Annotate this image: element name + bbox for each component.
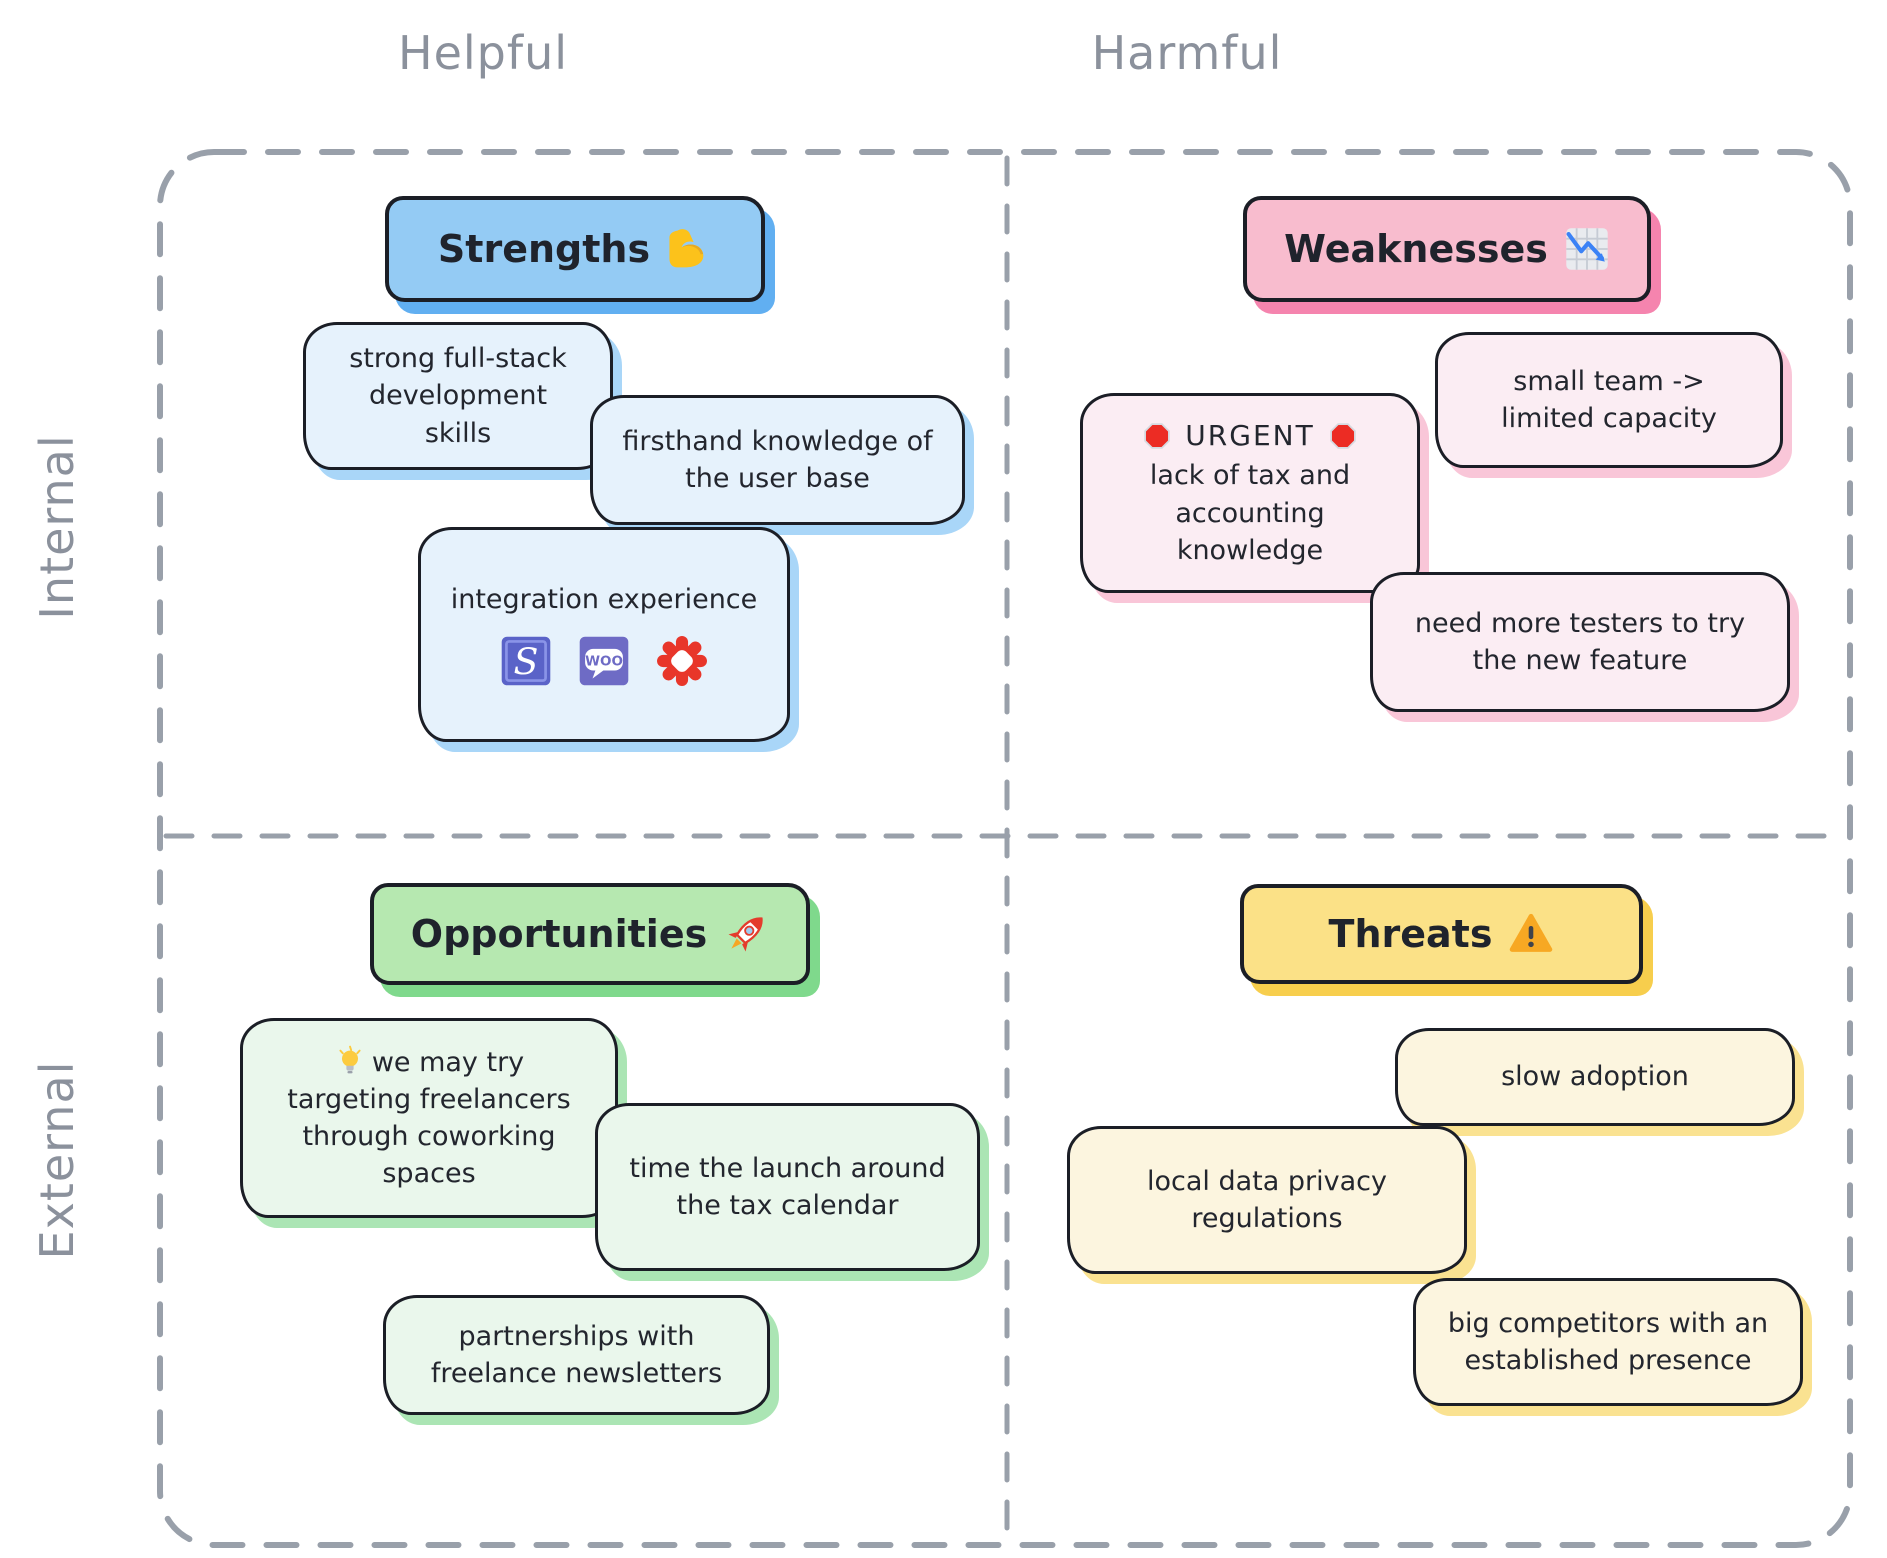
opportunities-title: Opportunities	[410, 912, 708, 956]
axis-label-helpful: Helpful	[398, 26, 568, 80]
card-text: firsthand knowledge of the user base	[622, 425, 933, 494]
weakness-card-small-team[interactable]: small team -> limited capacity	[1435, 332, 1783, 468]
threat-card-competitors[interactable]: big competitors with an established pres…	[1413, 1278, 1803, 1406]
warning-icon	[1510, 913, 1553, 952]
axis-label-harmful: Harmful	[1091, 26, 1283, 80]
card-text: partnerships with freelance newsletters	[430, 1320, 723, 1389]
card-text: small team -> limited capacity	[1501, 365, 1717, 434]
opportunities-header[interactable]: Opportunities	[370, 883, 810, 985]
urgent-badge: URGENT	[1143, 417, 1356, 456]
threat-card-privacy-regulations[interactable]: local data privacy regulations	[1067, 1126, 1467, 1274]
stripe-logo-icon: S	[501, 636, 551, 686]
stop-sign-icon	[1144, 423, 1171, 449]
opportunity-card-newsletters[interactable]: partnerships with freelance newsletters	[383, 1295, 770, 1415]
card-text: time the launch around the tax calendar	[629, 1152, 946, 1221]
light-bulb-icon	[334, 1045, 372, 1078]
woocommerce-logo-icon: WOO	[579, 636, 629, 686]
svg-text:WOO: WOO	[585, 654, 623, 670]
svg-text:S: S	[514, 641, 539, 684]
axis-label-internal: Internal	[30, 434, 84, 620]
strengths-title: Strengths	[437, 227, 651, 271]
weakness-card-urgent-tax[interactable]: URGENT lack of tax and accounting knowle…	[1080, 393, 1420, 593]
card-text: big competitors with an established pres…	[1447, 1307, 1769, 1376]
strength-card-user-knowledge[interactable]: firsthand knowledge of the user base	[590, 395, 965, 525]
card-text: lack of tax and accounting knowledge	[1149, 460, 1351, 566]
card-text: strong full-stack development skills	[349, 343, 567, 449]
opportunity-card-freelancers[interactable]: we may try targeting freelancers through…	[240, 1018, 618, 1218]
card-text: slow adoption	[1501, 1061, 1689, 1093]
weakness-card-testers[interactable]: need more testers to try the new feature	[1370, 572, 1790, 712]
threats-title: Threats	[1328, 912, 1493, 956]
weaknesses-title: Weaknesses	[1284, 227, 1548, 271]
axis-label-external: External	[30, 1060, 84, 1260]
card-text: we may try targeting freelancers through…	[287, 1045, 571, 1190]
strength-card-integration[interactable]: integration experience S WOO	[418, 527, 790, 742]
threat-card-slow-adoption[interactable]: slow adoption	[1395, 1028, 1795, 1126]
threats-header[interactable]: Threats	[1240, 884, 1643, 984]
card-text: need more testers to try the new feature	[1414, 607, 1746, 676]
rocket-icon	[728, 917, 763, 952]
opportunity-card-tax-calendar[interactable]: time the launch around the tax calendar	[595, 1103, 980, 1271]
chart-decreasing-icon	[1566, 228, 1608, 270]
integration-logos: S WOO	[499, 634, 709, 688]
card-text: local data privacy regulations	[1147, 1165, 1387, 1234]
stop-sign-icon	[1329, 423, 1356, 449]
badge-text: URGENT	[1185, 418, 1315, 452]
card-text: integration experience	[450, 583, 758, 615]
zapier-logo-icon	[657, 636, 707, 687]
flexed-biceps-icon	[669, 229, 704, 268]
weaknesses-header[interactable]: Weaknesses	[1243, 196, 1651, 302]
strengths-header[interactable]: Strengths	[385, 196, 765, 302]
strength-card-fullstack[interactable]: strong full-stack development skills	[303, 322, 613, 470]
